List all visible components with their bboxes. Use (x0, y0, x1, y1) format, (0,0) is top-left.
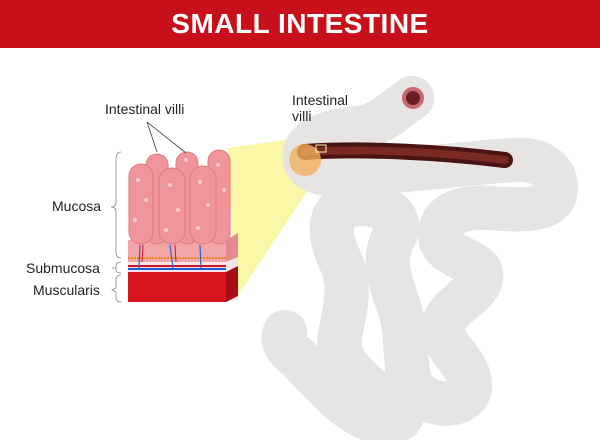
tissue-block (128, 233, 238, 302)
header-banner: SMALL INTESTINE (0, 0, 600, 48)
label-mucosa: Mucosa (52, 198, 102, 214)
label-intestinal-villi-left: Intestinal villi (105, 101, 185, 117)
villi (128, 149, 231, 245)
label-intestinal-villi-right-line1: Intestinal (292, 92, 349, 108)
intestine (284, 76, 556, 440)
magnified-spot (289, 144, 321, 176)
intestine-opening (402, 87, 424, 109)
label-muscularis: Muscularis (33, 282, 100, 298)
label-intestinal-villi-right-line2: villi (292, 108, 312, 124)
page-title: SMALL INTESTINE (171, 8, 429, 39)
label-submucosa: Submucosa (26, 260, 100, 276)
